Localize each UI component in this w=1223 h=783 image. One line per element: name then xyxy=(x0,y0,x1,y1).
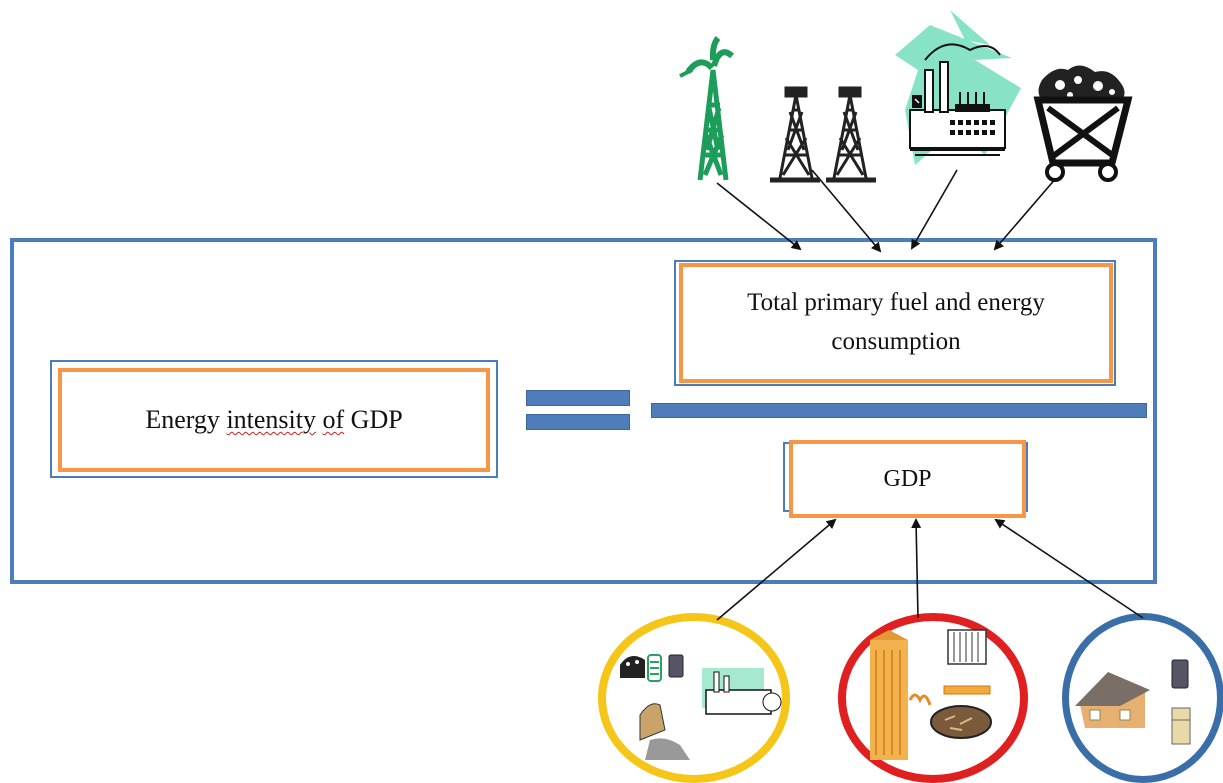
source-arrows xyxy=(716,169,1064,253)
industry-sector-circle xyxy=(598,613,790,783)
excavation-icon xyxy=(639,703,690,760)
fraction-bar xyxy=(651,403,1147,418)
services-sector-circle xyxy=(838,613,1028,783)
services-icons xyxy=(870,629,992,760)
phone-icon xyxy=(668,654,684,678)
numerator-label: Total primary fuel and energy consumptio… xyxy=(747,289,1045,355)
shelf-icon xyxy=(943,685,991,695)
arrow-coal-to-numerator xyxy=(993,169,1064,251)
skyscraper-icon xyxy=(870,630,932,760)
coal-cart-icon xyxy=(1033,65,1133,182)
arrow-gas-to-numerator xyxy=(716,182,802,251)
factory-icon xyxy=(702,668,782,715)
fridge-icon xyxy=(1171,707,1191,745)
equals-sign-bottom-bar xyxy=(526,414,630,430)
radiator-icon xyxy=(947,629,987,665)
phone-icon xyxy=(1171,659,1189,689)
power-plant-icon xyxy=(895,10,1021,165)
formula-frame xyxy=(10,238,1157,584)
energy-intensity-label: Energy intensity of GDP xyxy=(145,405,403,434)
denominator-box: GDP xyxy=(789,440,1026,518)
oil-derricks-icon xyxy=(770,86,876,183)
house-icon xyxy=(1075,672,1150,728)
denominator-label: GDP xyxy=(883,465,932,492)
industry-icons xyxy=(620,654,782,760)
dish-icon xyxy=(930,705,992,739)
arrow-industry-to-gdp xyxy=(716,518,837,621)
gas-tower-icon xyxy=(679,36,735,181)
arrow-oil-to-numerator xyxy=(811,169,882,253)
arrow-households-to-gdp xyxy=(994,518,1144,619)
numerator-box: Total primary fuel and energy consumptio… xyxy=(679,263,1113,383)
arrow-plant-to-numerator xyxy=(911,169,958,250)
sector-arrows xyxy=(716,518,1144,621)
households-icons xyxy=(1075,659,1191,745)
energy-intensity-box: Energy intensity of GDP xyxy=(58,368,490,472)
coal-icon xyxy=(620,656,645,678)
arrow-services-to-gdp xyxy=(911,518,922,619)
equals-sign-top-bar xyxy=(526,390,630,406)
